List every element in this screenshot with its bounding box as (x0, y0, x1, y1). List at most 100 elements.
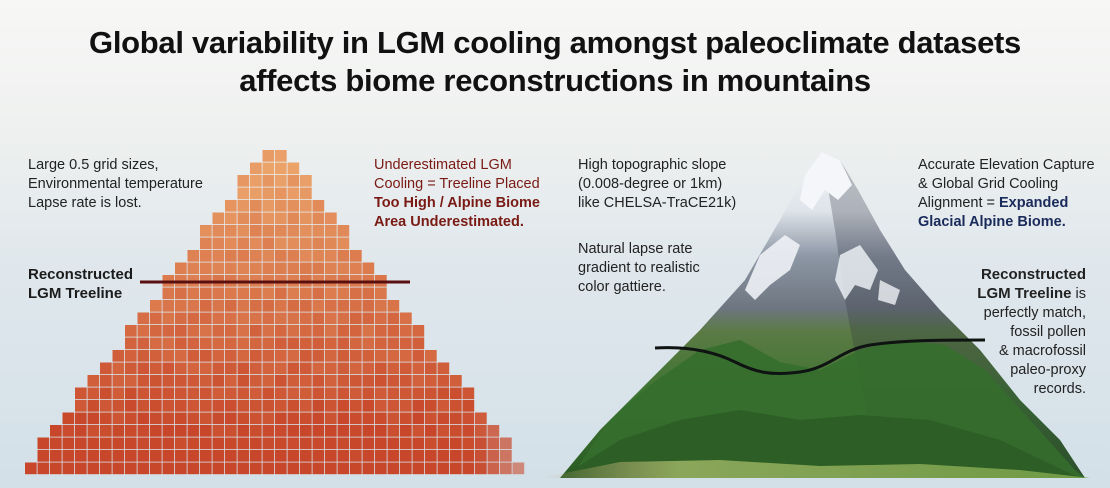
pixel-cell (137, 312, 150, 325)
pixel-cell (150, 437, 162, 450)
pixelated-mountain (25, 150, 525, 475)
pixel-cell (412, 450, 425, 462)
pixel-cell (250, 375, 262, 387)
pixel-cell (212, 287, 225, 300)
pixel-cell (100, 362, 112, 375)
right-treeline-bold-2: LGM Treeline (977, 285, 1072, 302)
pixel-cell (250, 462, 262, 475)
pixel-cell (162, 325, 175, 337)
right-treeline-bold-1: Reconstructed (980, 266, 1086, 283)
pixel-cell (387, 300, 400, 312)
pixel-cell (250, 325, 262, 337)
pixel-cell (375, 325, 387, 337)
left-treeline-label-line-2: LGM Treeline (28, 285, 123, 302)
pixel-cell (125, 462, 137, 475)
pixel-cell (437, 450, 450, 462)
pixel-cell (287, 212, 300, 225)
pixel-cell (375, 437, 387, 450)
pixel-cell (187, 437, 200, 450)
pixel-cell (275, 200, 287, 212)
pixel-cell (362, 362, 375, 375)
pixel-cell (200, 225, 212, 237)
pixel-cell (275, 162, 287, 175)
pixel-cell (262, 237, 275, 250)
pixel-cell (275, 187, 287, 200)
pixel-cell (212, 350, 225, 362)
pixel-cell (175, 325, 187, 337)
pixel-cell (225, 312, 237, 325)
pixel-cell (250, 162, 262, 175)
pixel-cell (437, 400, 450, 412)
pixel-cell (387, 325, 400, 337)
pixel-cell (250, 287, 262, 300)
pixel-cell (187, 325, 200, 337)
pixel-cell (162, 400, 175, 412)
pixel-cell (237, 300, 250, 312)
pixel-cell (425, 462, 437, 475)
pixel-cell (125, 412, 137, 425)
pixel-cell (200, 350, 212, 362)
lapse-note-line-2: gradient to realistic (578, 260, 700, 276)
pixel-cell (150, 312, 162, 325)
pixel-cell (475, 462, 487, 475)
pixel-cell (387, 337, 400, 350)
pixel-cell (212, 300, 225, 312)
pixel-cell (212, 225, 225, 237)
pixel-cell (337, 437, 350, 450)
pixel-cell (125, 362, 137, 375)
pixel-cell (287, 325, 300, 337)
pixel-cell (300, 187, 312, 200)
pixel-cell (300, 312, 312, 325)
pixel-cell (337, 450, 350, 462)
pixel-cell (187, 287, 200, 300)
pixel-cell (112, 425, 125, 437)
pixel-cell (312, 337, 325, 350)
pixel-cell (275, 400, 287, 412)
pixel-cell (200, 262, 212, 275)
pixel-cell (450, 375, 462, 387)
pixel-cell (175, 412, 187, 425)
pixel-cell (175, 312, 187, 325)
pixel-cell (250, 300, 262, 312)
pixel-cell (325, 387, 337, 400)
pixel-cell (162, 362, 175, 375)
pixel-cell (187, 425, 200, 437)
pixel-cell (275, 450, 287, 462)
pixel-cell (262, 387, 275, 400)
pixel-cell (387, 450, 400, 462)
underestimate-line-1: Underestimated LGM (374, 157, 512, 173)
pixel-cell (425, 400, 437, 412)
pixel-cell (250, 425, 262, 437)
pixel-cell (362, 325, 375, 337)
pixel-cell (337, 287, 350, 300)
pixel-cell (237, 462, 250, 475)
pixel-cell (75, 400, 87, 412)
pixel-cell (212, 262, 225, 275)
pixel-cell (275, 375, 287, 387)
pixel-cell (187, 462, 200, 475)
pixel-cell (337, 462, 350, 475)
pixel-cell (250, 250, 262, 262)
pixel-cell (162, 287, 175, 300)
pixel-cell (187, 400, 200, 412)
pixel-cell (412, 462, 425, 475)
pixel-cell (237, 387, 250, 400)
accurate-line-2: & Global Grid Cooling (918, 176, 1059, 192)
pixel-cell (325, 212, 337, 225)
pixel-cell (250, 262, 262, 275)
pixel-cell (312, 412, 325, 425)
pixel-cell (225, 437, 237, 450)
pixel-cell (337, 400, 350, 412)
pixel-cell (337, 262, 350, 275)
pixel-cell (312, 362, 325, 375)
pixel-cell (137, 450, 150, 462)
pixel-cell (337, 325, 350, 337)
accurate-line-4: Glacial Alpine Biome. (918, 214, 1066, 230)
pixel-cell (112, 362, 125, 375)
pixel-cell (200, 387, 212, 400)
pixel-cell (237, 425, 250, 437)
pixel-cell (500, 437, 512, 450)
pixel-cell (212, 212, 225, 225)
pixel-cell (237, 350, 250, 362)
pixel-cell (412, 337, 425, 350)
